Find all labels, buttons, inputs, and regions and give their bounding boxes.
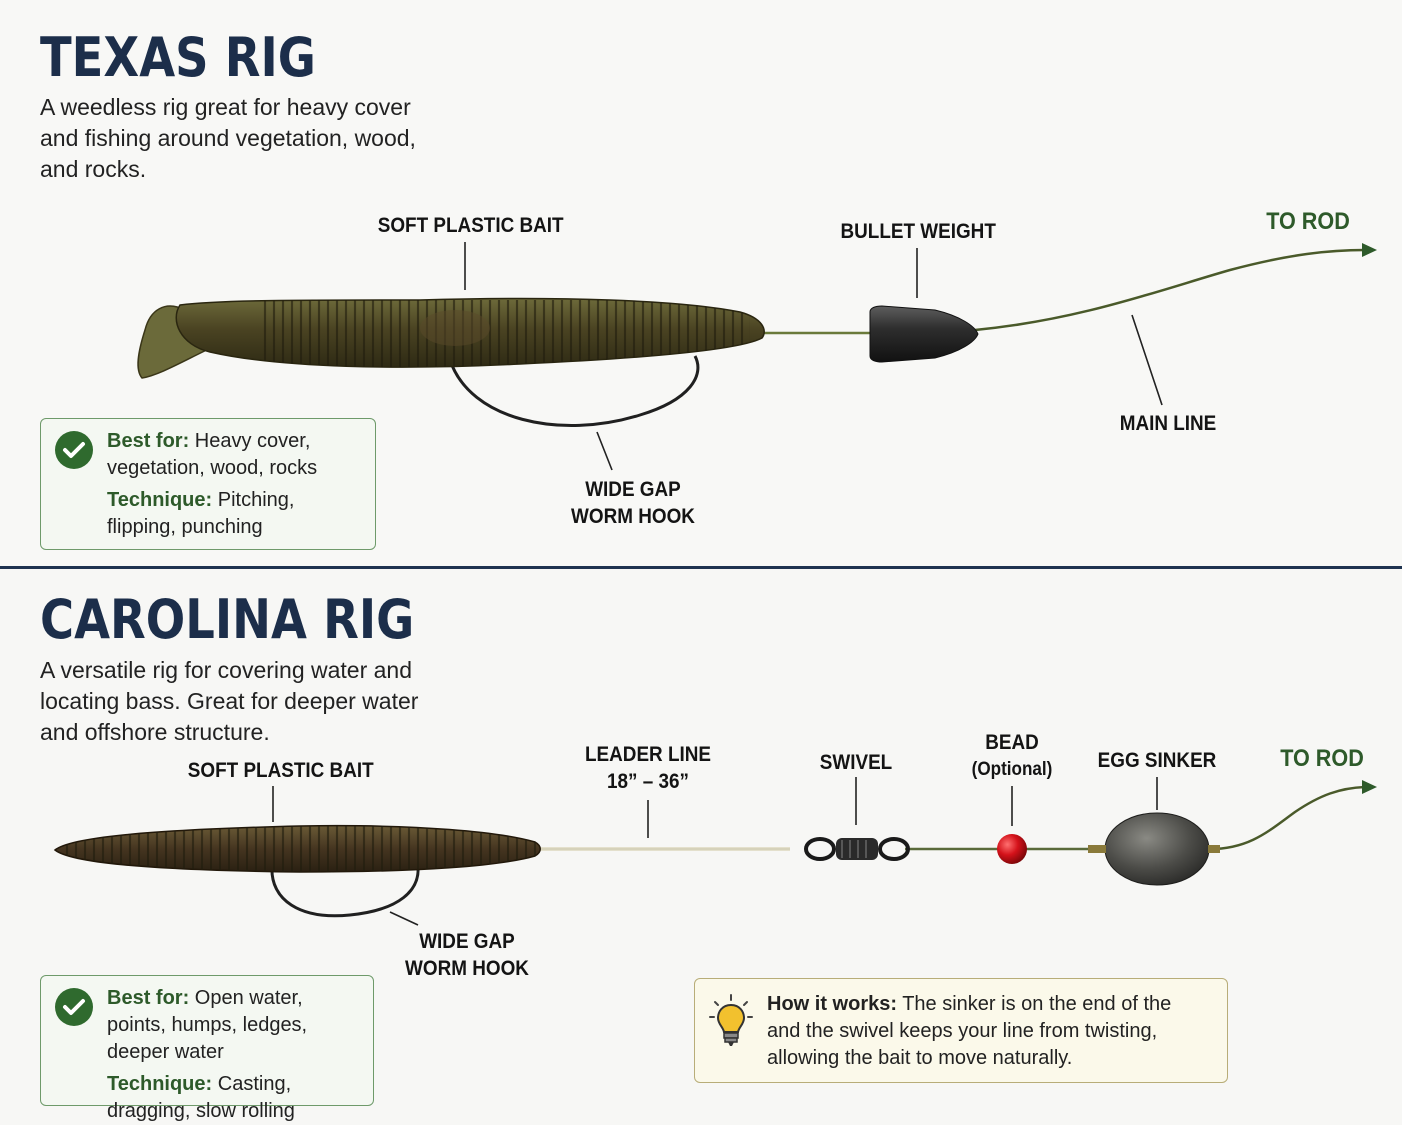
carolina-label-swivel: SWIVEL xyxy=(819,751,893,774)
carolina-label-bead: BEAD (Optional) xyxy=(963,729,1062,783)
texas-title: TEXAS RIG xyxy=(40,26,316,89)
carolina-label-to-rod: TO ROD xyxy=(1280,745,1364,772)
texas-label-bullet-weight: BULLET WEIGHT xyxy=(840,220,996,243)
egg-sinker xyxy=(1104,812,1210,886)
carolina-label-egg-sinker: EGG SINKER xyxy=(1097,749,1217,772)
texas-label-hook: WIDE GAP WORM HOOK xyxy=(566,476,701,530)
carolina-info-text: Best for: Open water, points, humps, led… xyxy=(107,985,363,1125)
check-icon xyxy=(55,988,93,1026)
leader-line-length: 18” – 36” xyxy=(607,770,689,793)
bead-label: BEAD xyxy=(985,731,1039,754)
carolina-hook-label-line2: WORM HOOK xyxy=(405,957,529,980)
carolina-hook xyxy=(270,865,420,918)
bead-optional-label: (Optional) xyxy=(971,759,1053,780)
bullet-weight xyxy=(869,305,979,363)
arrow-right-icon xyxy=(1362,780,1377,794)
how-it-works-label: How it works: xyxy=(767,993,898,1015)
texas-label-to-rod: TO ROD xyxy=(1266,208,1350,235)
texas-technique: Technique: Pitching, flipping, punching xyxy=(107,489,295,538)
texas-best-for: Best for: Heavy cover, vegetation, wood,… xyxy=(107,430,318,479)
how-it-works-text: How it works: The sinker is on the end o… xyxy=(767,991,1207,1072)
texas-label-soft-plastic-bait: SOFT PLASTIC BAIT xyxy=(377,214,564,237)
texas-hook xyxy=(448,355,700,427)
leader-line-label: LEADER LINE xyxy=(585,743,712,766)
texas-hook-label-line2: WORM HOOK xyxy=(571,505,695,528)
texas-info-box: Best for: Heavy cover, vegetation, wood,… xyxy=(40,418,376,550)
texas-label-main-line: MAIN LINE xyxy=(1119,412,1217,435)
carolina-description: A versatile rig for covering water and l… xyxy=(40,657,419,745)
carolina-title: CAROLINA RIG xyxy=(40,588,415,651)
arrow-right-icon xyxy=(1362,243,1377,257)
swivel xyxy=(804,837,910,861)
check-icon xyxy=(55,431,93,469)
carolina-rod-line xyxy=(1209,785,1366,851)
lightbulb-icon xyxy=(709,993,753,1054)
carolina-hook-label-line1: WIDE GAP xyxy=(419,930,515,953)
texas-hook-label-line1: WIDE GAP xyxy=(585,478,681,501)
carolina-label-hook: WIDE GAP WORM HOOK xyxy=(400,928,535,982)
carolina-info-box: Best for: Open water, points, humps, led… xyxy=(40,975,374,1122)
bead xyxy=(997,834,1027,864)
how-it-works-box: How it works: The sinker is on the end o… xyxy=(694,978,1228,1083)
texas-info-text: Best for: Heavy cover, vegetation, wood,… xyxy=(107,428,365,541)
carolina-best-for: Best for: Open water, points, humps, led… xyxy=(107,987,308,1063)
texas-description: A weedless rig great for heavy cover and… xyxy=(40,94,416,182)
section-divider xyxy=(0,566,1402,569)
carolina-label-soft-plastic-bait: SOFT PLASTIC BAIT xyxy=(187,759,374,782)
texas-main-line xyxy=(974,248,1366,332)
carolina-technique: Technique: Casting, dragging, slow rolli… xyxy=(107,1073,295,1122)
carolina-label-leader-line: LEADER LINE 18” – 36” xyxy=(585,741,711,795)
how-it-works-body: The sinker is on the end of the and the … xyxy=(767,993,1172,1069)
